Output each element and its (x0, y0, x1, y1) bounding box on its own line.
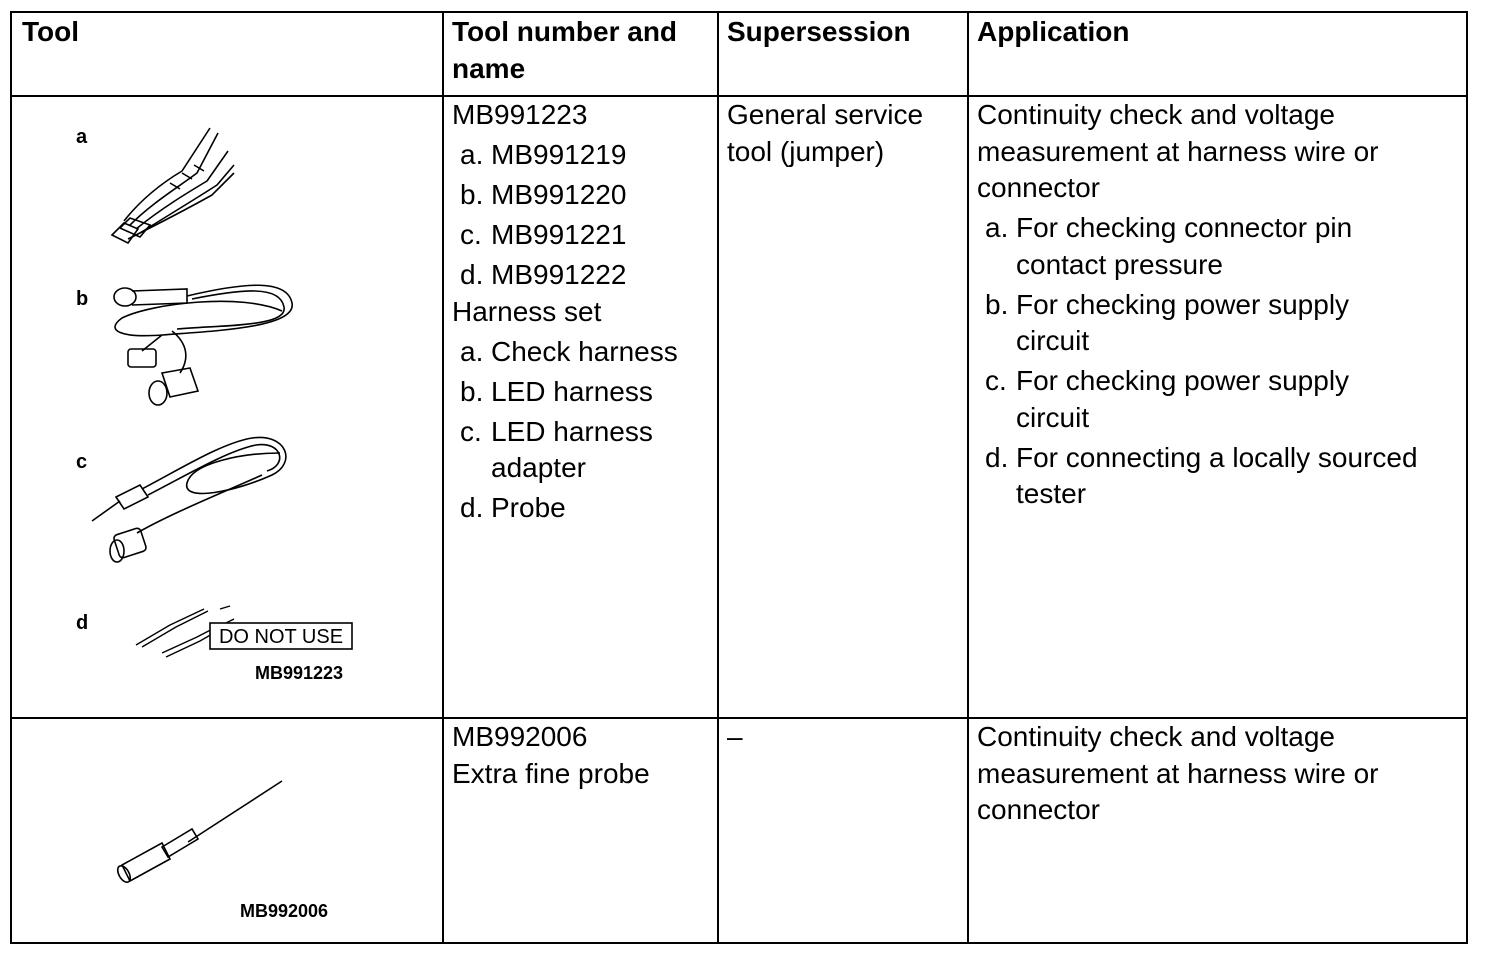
list-item: b.MB991220 (460, 179, 627, 210)
tool-name: Extra fine probe (452, 757, 650, 789)
column-divider (442, 13, 444, 942)
extra-fine-probe-illustration: MB992006 (116, 780, 328, 921)
list-item: a.Check harness (460, 335, 678, 367)
part-letter-d: d (76, 612, 88, 634)
do-not-use-box (209, 622, 353, 650)
harness-set-illustration: a b c d (76, 126, 353, 683)
led-harness-drawing (113, 284, 293, 406)
part-letter-b: b (76, 288, 88, 310)
figure-caption: MB991223 (255, 663, 343, 683)
row-divider (12, 717, 1466, 719)
list-item: d.MB991222 (460, 259, 627, 290)
supersession-cell: General service tool (jumper) (727, 99, 924, 167)
tool-number: MB992006 (452, 721, 588, 752)
list-item: d.Probe (460, 492, 566, 523)
special-tools-table: Tool Tool number and name Supersession A… (10, 11, 1468, 944)
header-supersession: Supersession (727, 16, 911, 47)
column-divider (717, 13, 719, 942)
header-application: Application (977, 16, 1130, 47)
figure-caption: MB992006 (240, 901, 328, 921)
list-item: c.LED harness adapter (460, 415, 653, 484)
tool-name: Harness set (452, 295, 602, 327)
list-item: c.For checking power supply circuit (985, 365, 1350, 433)
tool-number: MB991223 (452, 99, 588, 130)
led-harness-adapter-drawing (91, 436, 287, 563)
check-harness-drawing (110, 127, 235, 245)
column-divider (967, 13, 969, 942)
extra-fine-probe-drawing (116, 780, 283, 883)
application-text: Continuity check and voltage measurement… (977, 99, 1379, 203)
application-cell: Continuity check and voltage measurement… (977, 97, 1427, 513)
header-tool-number-and-name: Tool number and name (452, 16, 678, 84)
row-divider (12, 95, 1466, 97)
list-item: b.LED harness (460, 375, 653, 407)
header-tool: Tool (22, 16, 80, 47)
part-letter-a: a (76, 126, 88, 148)
list-item: d.For connecting a locally sourced teste… (985, 441, 1418, 510)
list-item: a.For checking connector pin contact pre… (985, 212, 1353, 280)
list-item: a.MB991219 (460, 139, 627, 170)
supersession-cell: – (727, 721, 743, 752)
list-item: c.MB991221 (460, 219, 627, 250)
tool-number-and-name-cell: MB991223 a.MB991219 b.MB991220 c.MB99122… (452, 97, 712, 527)
tool-number-and-name-cell: MB992006 Extra fine probe (452, 719, 712, 792)
part-letter-c: c (76, 451, 87, 473)
application-cell: Continuity check and voltage measurement… (977, 721, 1379, 825)
list-item: b.For checking power supply circuit (985, 288, 1350, 357)
do-not-use-label: DO NOT USE (219, 626, 343, 648)
